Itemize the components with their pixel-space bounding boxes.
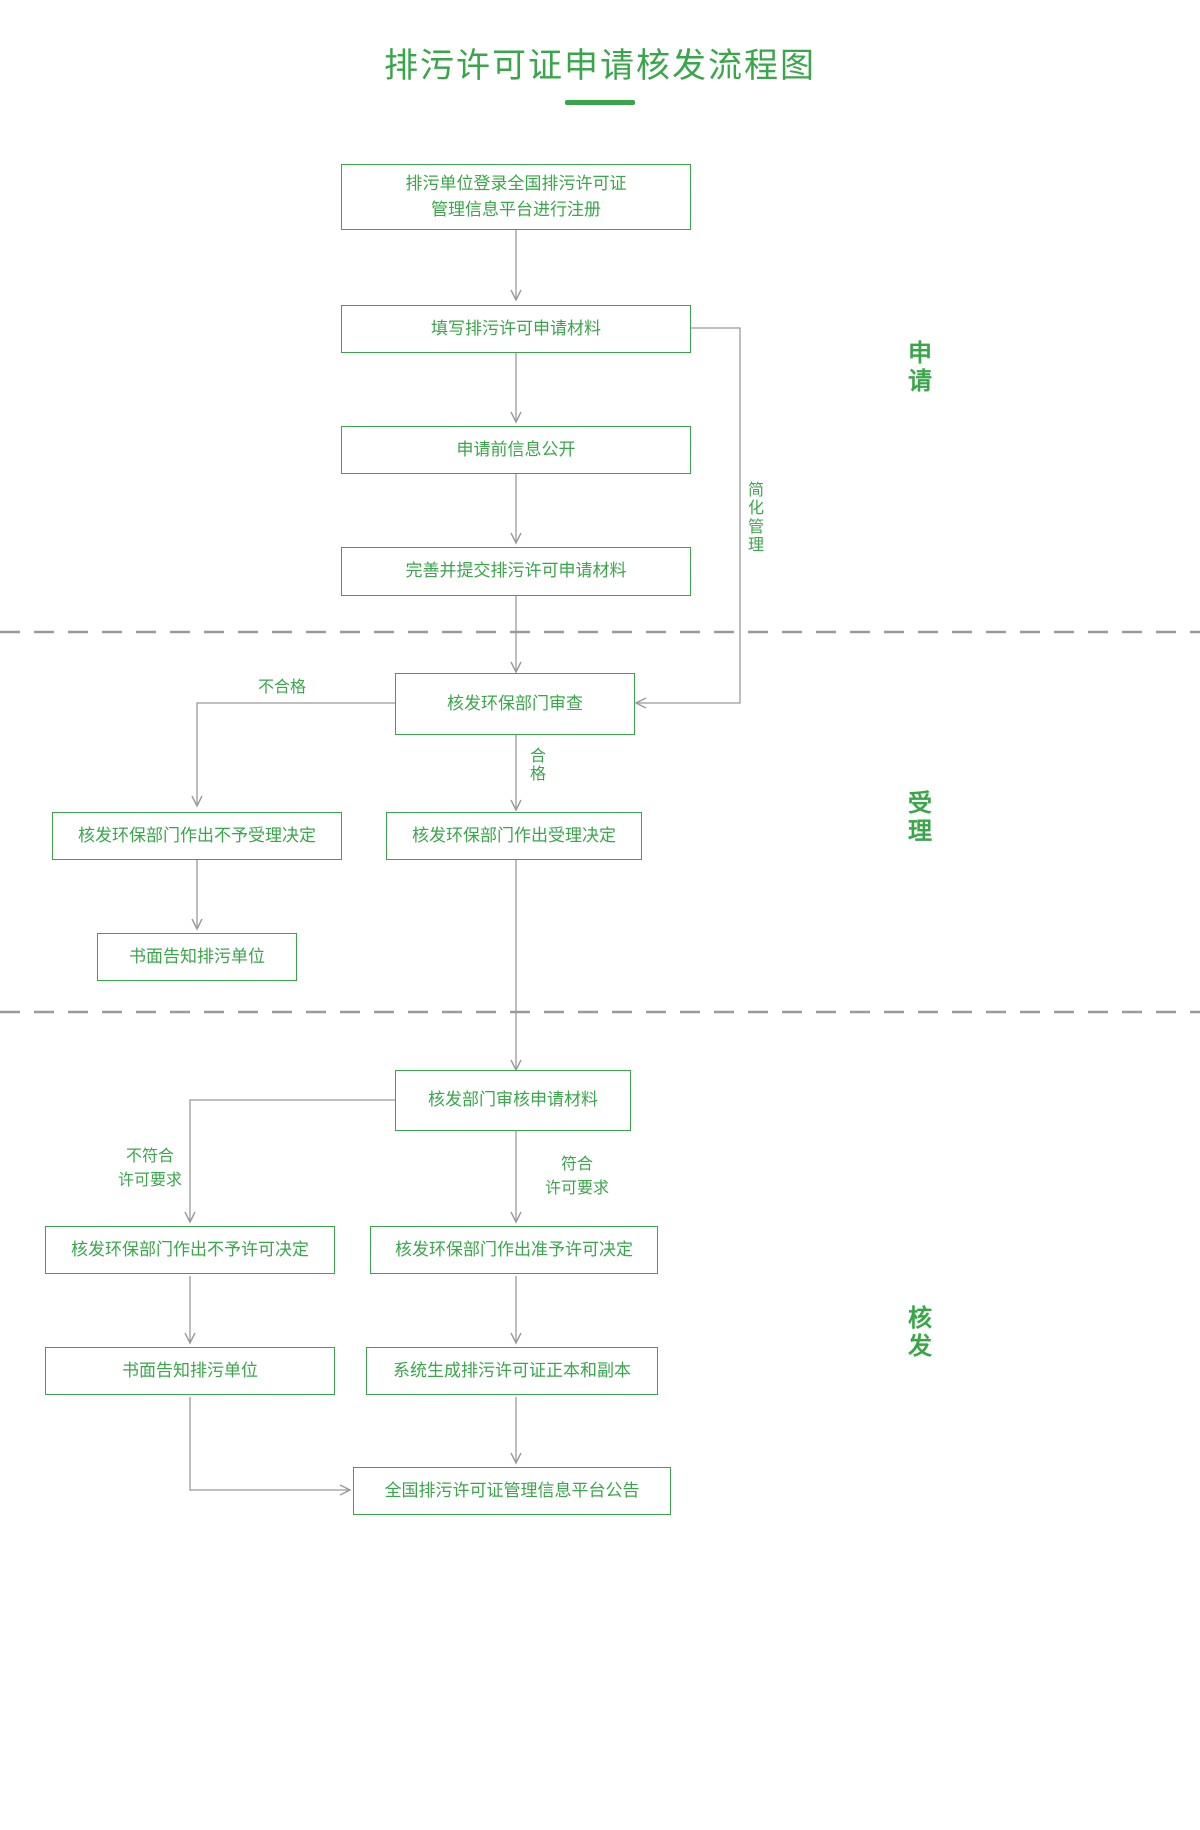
edge-label-not-meet-line1: 不符合 [125,1148,174,1165]
node-generate-certificate[interactable]: 系统生成排污许可证正本和副本 [366,1347,658,1395]
node-written-notice-permit[interactable]: 书面告知排污单位 [45,1347,335,1395]
node-submit-application[interactable]: 完善并提交排污许可申请材料 [341,547,691,596]
node-platform-announcement[interactable]: 全国排污许可证管理信息平台公告 [353,1467,671,1515]
edge-label-meet-requirements: 符合 许可要求 [527,1153,627,1201]
node-material-audit[interactable]: 核发部门审核申请材料 [395,1070,631,1131]
edge-label-meet-line2: 许可要求 [544,1180,609,1197]
node-authority-review[interactable]: 核发环保部门审查 [395,673,635,735]
edge-label-qualified: 合格 [530,748,547,784]
node-deny-permit[interactable]: 核发环保部门作出不予许可决定 [45,1226,335,1274]
node-written-notice-accept[interactable]: 书面告知排污单位 [97,933,297,981]
node-reject-acceptance[interactable]: 核发环保部门作出不予受理决定 [52,812,342,860]
node-register[interactable]: 排污单位登录全国排污许可证 管理信息平台进行注册 [341,164,691,230]
edge-label-not-meet-line2: 许可要求 [117,1172,182,1189]
stage-label-accept: 受理 [908,790,932,846]
edge-label-unqualified: 不合格 [258,679,307,696]
edge-label-meet-line1: 符合 [560,1156,593,1173]
page-title: 排污许可证申请核发流程图 [384,47,816,85]
node-register-line1: 排污单位登录全国排污许可证 [405,173,627,193]
edge-label-not-meet-requirements: 不符合 许可要求 [100,1145,200,1193]
node-register-line2: 管理信息平台进行注册 [431,200,601,219]
node-grant-permit[interactable]: 核发环保部门作出准予许可决定 [370,1226,658,1274]
node-fill-application[interactable]: 填写排污许可申请材料 [341,305,691,353]
node-pre-disclosure[interactable]: 申请前信息公开 [341,426,691,474]
node-register-text: 排污单位登录全国排污许可证 管理信息平台进行注册 [406,171,627,224]
title-underline [565,100,635,105]
edge-label-simplified-management: 简化管理 [748,482,765,555]
node-accept-decision[interactable]: 核发环保部门作出受理决定 [386,812,642,860]
stage-label-apply: 申请 [908,340,932,396]
stage-label-issue: 核发 [908,1305,932,1361]
